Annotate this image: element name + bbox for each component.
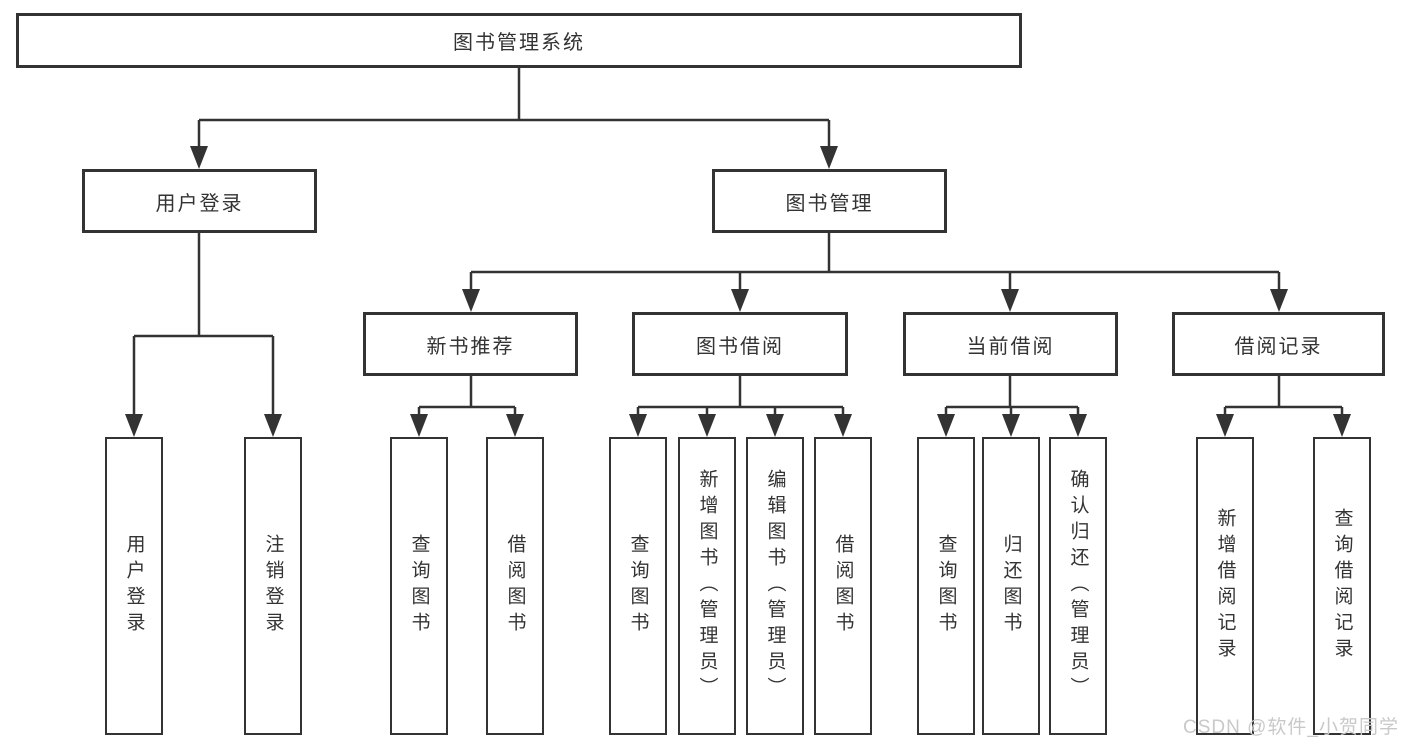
node-leaf-add-borrow-record-label: 新增借阅记录: [1214, 508, 1236, 664]
node-leaf-borrow-books-label: 借阅图书: [832, 534, 854, 638]
node-user-login-label: 用户登录: [155, 192, 244, 215]
node-leaf-query-books-borrow-label: 查询图书: [627, 534, 649, 638]
node-book-management: 图书管理: [712, 169, 947, 233]
node-leaf-add-books-admin: 新增图书（管理员）: [678, 437, 736, 735]
node-leaf-user-login: 用户登录: [105, 437, 163, 735]
node-leaf-return-books: 归还图书: [982, 437, 1040, 735]
node-leaf-borrow-books-recommend-label: 借阅图书: [504, 534, 526, 638]
node-book-borrow-label: 图书借阅: [696, 335, 784, 358]
node-leaf-add-borrow-record: 新增借阅记录: [1196, 437, 1254, 735]
node-leaf-query-books-recommend-label: 查询图书: [408, 534, 430, 638]
node-leaf-edit-books-admin-label: 编辑图书（管理员）: [764, 469, 786, 703]
node-leaf-logout-label: 注销登录: [262, 534, 284, 638]
node-new-book-recommend: 新书推荐: [363, 312, 578, 376]
node-leaf-edit-books-admin: 编辑图书（管理员）: [746, 437, 804, 735]
node-leaf-borrow-books-recommend: 借阅图书: [486, 437, 544, 735]
node-book-borrow: 图书借阅: [632, 312, 848, 376]
node-leaf-query-borrow-record-label: 查询借阅记录: [1331, 508, 1353, 664]
node-current-borrow-label: 当前借阅: [966, 335, 1055, 358]
node-leaf-logout: 注销登录: [244, 437, 302, 735]
node-user-login: 用户登录: [82, 169, 317, 233]
node-leaf-confirm-return-admin-label: 确认归还（管理员）: [1067, 469, 1089, 703]
node-leaf-user-login-label: 用户登录: [123, 534, 145, 638]
node-leaf-return-books-label: 归还图书: [1000, 534, 1022, 638]
node-leaf-query-books-current: 查询图书: [917, 437, 975, 735]
node-new-book-recommend-label: 新书推荐: [426, 335, 515, 358]
node-leaf-borrow-books: 借阅图书: [814, 437, 872, 735]
node-leaf-confirm-return-admin: 确认归还（管理员）: [1049, 437, 1107, 735]
node-leaf-add-books-admin-label: 新增图书（管理员）: [696, 469, 718, 703]
node-root: 图书管理系统: [16, 13, 1022, 68]
node-leaf-query-books-recommend: 查询图书: [390, 437, 448, 735]
node-borrow-record-label: 借阅记录: [1234, 335, 1323, 358]
node-borrow-record: 借阅记录: [1172, 312, 1385, 376]
node-root-label: 图书管理系统: [453, 32, 585, 54]
node-book-management-label: 图书管理: [785, 192, 874, 215]
node-leaf-query-borrow-record: 查询借阅记录: [1313, 437, 1371, 735]
node-current-borrow: 当前借阅: [903, 312, 1118, 376]
csdn-watermark: CSDN @软件_小贺同学: [1183, 717, 1399, 738]
node-leaf-query-books-borrow: 查询图书: [609, 437, 667, 735]
node-leaf-query-books-current-label: 查询图书: [935, 534, 957, 638]
